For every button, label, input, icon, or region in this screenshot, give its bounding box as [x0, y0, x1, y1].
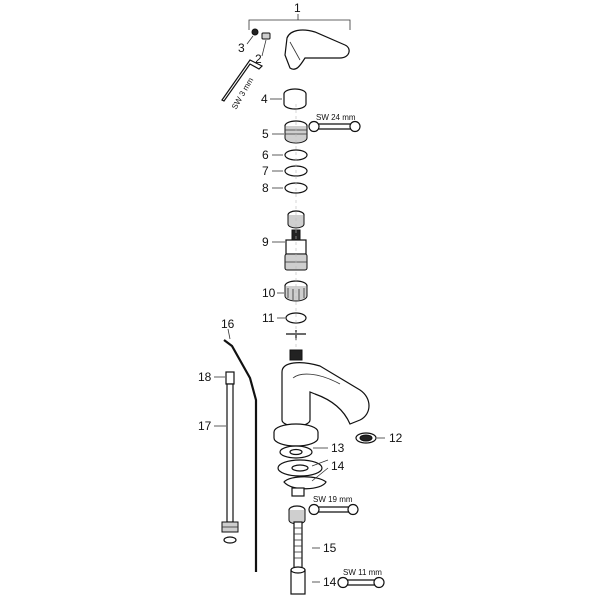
label-3: 3 — [238, 41, 245, 55]
label-14-lower: 14 — [323, 575, 337, 589]
wrench-19-size: SW 19 mm — [313, 495, 353, 504]
part-16-lift-rod — [223, 339, 258, 572]
label-5: 5 — [262, 127, 269, 141]
hex-key — [221, 59, 264, 102]
assembly-bracket — [248, 14, 351, 30]
label-1: 1 — [294, 1, 301, 15]
hex-key-size: SW 3 mm — [230, 76, 256, 111]
label-14-upper: 14 — [331, 459, 345, 473]
lower-nut — [290, 566, 306, 595]
label-13: 13 — [331, 441, 345, 455]
label-8: 8 — [262, 181, 269, 195]
label-15: 15 — [323, 541, 337, 555]
label-2: 2 — [255, 52, 262, 66]
mounting-nut — [288, 505, 306, 525]
wrench-24-size: SW 24 mm — [316, 113, 356, 122]
part-4-ring — [283, 88, 307, 110]
set-screw — [251, 28, 271, 40]
wrench-19-icon — [308, 503, 359, 516]
faucet-body — [273, 349, 370, 447]
label-7: 7 — [262, 164, 269, 178]
label-12: 12 — [389, 431, 403, 445]
label-18: 18 — [198, 370, 212, 384]
label-9: 9 — [262, 235, 269, 249]
part-17-supply-hose — [221, 371, 239, 544]
lever-handle — [284, 29, 350, 70]
label-11: 11 — [262, 311, 275, 325]
part-12-aerator — [355, 432, 377, 444]
wrench-24-icon — [308, 120, 361, 133]
label-17: 17 — [198, 419, 212, 433]
wrench-11-size: SW 11 mm — [343, 568, 382, 577]
label-4: 4 — [261, 92, 268, 106]
wrench-11-icon — [337, 576, 385, 589]
part-14-washer-set — [277, 459, 327, 497]
part-15-threaded-rod — [293, 521, 303, 569]
label-16: 16 — [221, 317, 235, 331]
label-10: 10 — [262, 286, 276, 300]
label-6: 6 — [262, 148, 269, 162]
part-13-gasket — [279, 445, 313, 459]
